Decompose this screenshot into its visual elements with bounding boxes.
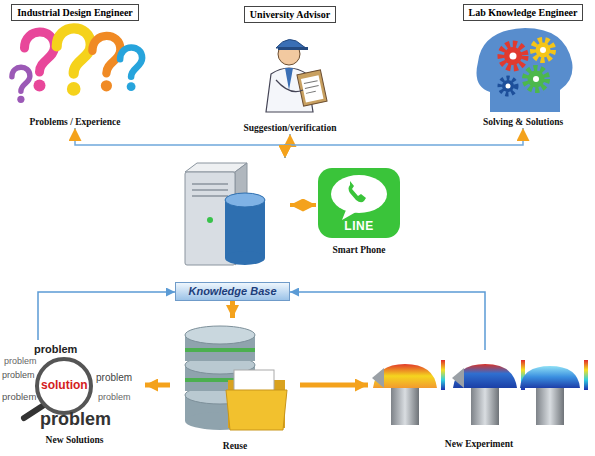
line-app-icon [318, 168, 400, 238]
connector [300, 383, 368, 388]
box-label: Knowledge Base [175, 282, 290, 301]
app-name: LINE [344, 219, 373, 233]
new-experiment: New Experiment [368, 350, 590, 450]
actor-group: University AdvisorSuggestion/verificatio… [215, 6, 365, 134]
caption: Solving & Solutions [483, 117, 563, 128]
knowledge-base: Knowledge Base [175, 158, 290, 301]
image-word: problem [98, 392, 131, 402]
smartphone-app: LINE Smart Phone [316, 165, 402, 259]
caption: New Experiment [445, 439, 513, 450]
caption: New Solutions [46, 435, 104, 446]
gears-head [477, 28, 573, 112]
image-word: problem [34, 343, 77, 356]
caption: Suggestion/verification [244, 123, 337, 134]
image-word: problem [2, 370, 35, 380]
advisor-figure [266, 39, 327, 112]
connector [290, 292, 485, 350]
image-word: problem [4, 356, 37, 366]
connector [230, 301, 235, 318]
role-title: Industrial Design Engineer [11, 4, 139, 21]
connector [145, 383, 170, 388]
reuse-database-folder [185, 326, 287, 430]
image-word: problem [2, 392, 36, 403]
actor-group: Lab Knowledge EngineerSolving & Solution… [455, 4, 591, 128]
image-word: solution [41, 379, 88, 393]
caption: Smart Phone [332, 245, 385, 256]
server-database [185, 163, 265, 265]
connector [290, 203, 316, 207]
image-word: problem [40, 409, 111, 430]
caption: Reuse [223, 441, 247, 452]
role-title: University Advisor [244, 6, 336, 23]
simulation-images [372, 360, 588, 425]
role-title: Lab Knowledge Engineer [463, 4, 584, 21]
reuse-store: Reuse [170, 318, 300, 452]
question-marks [12, 28, 142, 103]
connector [38, 292, 175, 340]
image-word: problem [96, 372, 132, 384]
caption: Problems / Experience [29, 117, 120, 128]
actor-group: Industrial Design EngineerProblems / Exp… [4, 4, 146, 128]
